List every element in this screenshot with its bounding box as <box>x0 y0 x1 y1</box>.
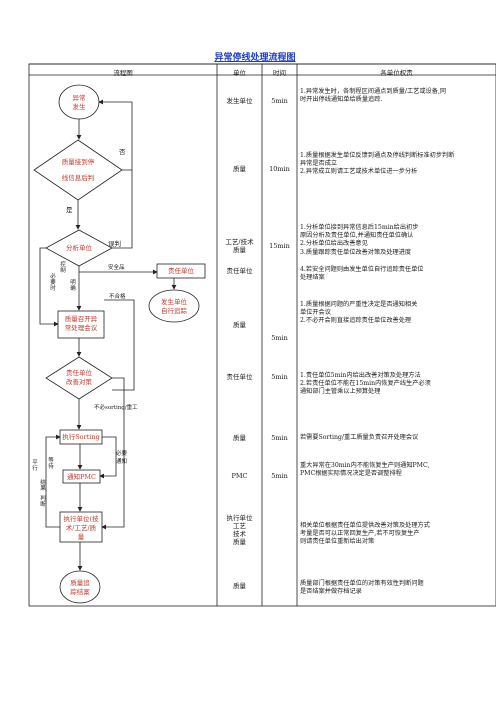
header-unit: 单位 <box>233 69 246 77</box>
row9-unit-line1: 工艺 <box>233 522 246 530</box>
edge-label-clear: 明确 <box>70 280 76 293</box>
edge-label-control: 控制 <box>60 262 66 275</box>
edge-label-no-sorting: 不必sorting/重工 <box>94 405 138 411</box>
decision-node-line1: 质量接到停 <box>61 158 95 166</box>
row3-spec: 1.分析单位接到异常信息后15min给出初步原因分析及责任单位,并通知责任单位确… <box>300 224 419 256</box>
send-unit-ellipse <box>148 289 200 323</box>
row8-time: 5min <box>271 472 288 480</box>
edge-label-must: 必要时 <box>50 274 56 293</box>
improve-line1: 责任单位 <box>66 369 92 377</box>
row5-time: 5min <box>271 334 288 342</box>
decision-node-line2: 线信息后判 <box>61 174 95 182</box>
send-unit-line2: 自行追踪 <box>161 307 187 315</box>
edge-label-necessary: 必要 <box>116 451 128 457</box>
decision-diamond <box>33 139 123 201</box>
row7-time: 5min <box>271 434 288 442</box>
row1-spec: 1.异常发生时，各制程区间通点到质量/工艺或设备,同时开出停线通知单给质量追踪. <box>300 88 447 104</box>
exec-line2: 术/工艺/质 <box>65 524 97 532</box>
row2-time: 10min <box>269 165 290 173</box>
track-line2: 踪结案 <box>70 588 90 596</box>
row8-unit: PMC <box>231 472 248 480</box>
row9-unit-line3: 质量 <box>233 538 246 546</box>
sorting-node: 执行Sorting <box>62 433 100 441</box>
row7-unit: 质量 <box>233 434 246 442</box>
row10-spec: 质量部门根据责任单位的对策有效性判断问题是否结案并做存档记录 <box>300 580 424 596</box>
page-title: 异常停线处理流程图 <box>214 53 296 63</box>
row4-unit: 责任单位 <box>226 267 253 275</box>
edge-label-parallel: 平行 <box>32 460 38 473</box>
header-flow: 流程图 <box>113 69 133 77</box>
header-spec: 各单位权责 <box>380 69 413 77</box>
row1-time: 5min <box>271 97 288 105</box>
send-unit-line1: 发生单位 <box>161 298 187 306</box>
edge-label-notify: 通知 <box>116 459 128 465</box>
row3-time: 15min <box>269 242 290 250</box>
edge-label-unqualified: 不合格 <box>109 294 126 300</box>
row7-spec: 若需要Sorting/重工质量负责召开处理会议 <box>300 434 419 441</box>
edge-label-safe: 安全品 <box>108 265 125 271</box>
row8-spec: 重大异常在30min内不能恢复生产则通知PMC,PMC根据实际情况决定是否调整排… <box>300 462 430 478</box>
row2-unit: 质量 <box>233 165 246 173</box>
edge-label-judge: 判断 <box>40 496 46 509</box>
edge-label-result: 结果 <box>40 480 46 493</box>
meeting-line2: 常处理会议 <box>64 324 98 332</box>
edge-label-yes: 是 <box>66 206 73 214</box>
row4-spec: 4.若安全问题则由发生单位自行追踪责任单位处理结案 <box>300 266 424 282</box>
pmc-node: 通知PMC <box>66 473 96 481</box>
start-node-line2: 发生 <box>72 103 86 111</box>
exec-line1: 执行单位(技 <box>63 515 99 523</box>
analysis-node: 分析单位 <box>66 244 92 252</box>
start-ellipse <box>58 84 100 120</box>
edge-label-no: 否 <box>119 148 126 156</box>
row3-unit: 工艺/技术 <box>225 238 254 246</box>
row1-unit: 发生单位 <box>226 97 253 105</box>
exec-line3: 量 <box>77 533 85 541</box>
row5-unit: 质量 <box>233 321 246 329</box>
meeting-line1: 质量召开异 <box>64 315 98 323</box>
row9-unit-line2: 技术 <box>233 530 246 538</box>
header-time: 时间 <box>273 69 286 77</box>
edge-label-wait: 等待 <box>48 458 54 471</box>
row10-unit: 质量 <box>233 582 246 590</box>
improve-line2: 改善对策 <box>66 378 92 386</box>
row9-unit: 执行单位 <box>226 514 253 522</box>
row6-time: 5min <box>271 373 288 381</box>
track-line1: 质量追 <box>70 579 90 587</box>
resp-unit-node: 责任单位 <box>168 267 194 275</box>
row3-unit2: 质量 <box>233 246 246 254</box>
edge-label-misjudge: 误判 <box>108 240 121 248</box>
row9-spec: 相关单位根据责任单位提供改善对策及处理方式考量是否可以正常回复生产,若不可恢复生… <box>300 522 430 546</box>
start-node-line1: 异常 <box>72 94 86 102</box>
row6-unit: 责任单位 <box>226 373 253 381</box>
track-ellipse <box>59 570 101 604</box>
